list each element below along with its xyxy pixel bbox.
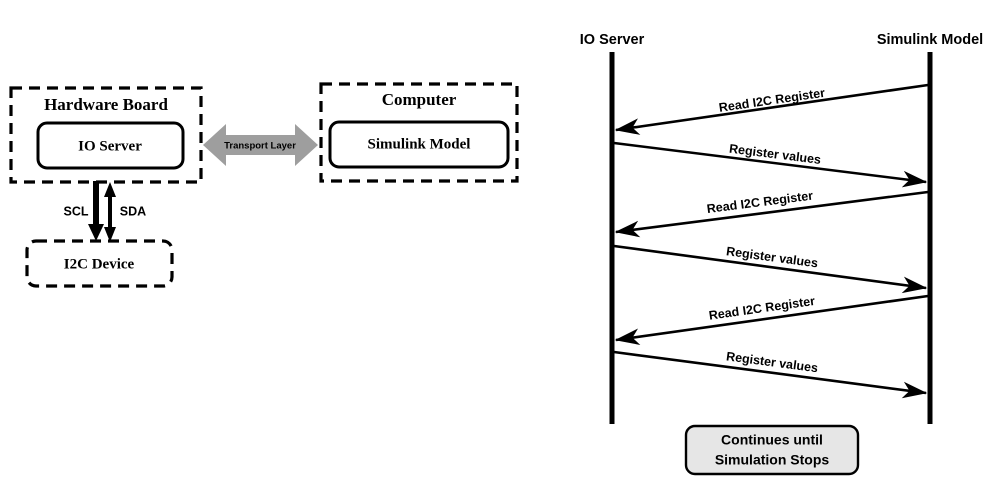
message-arrow-4 [613, 244, 928, 294]
hardware-board-label: Hardware Board [44, 95, 168, 114]
hardware-board-container [9, 86, 203, 184]
sda-label: SDA [120, 204, 146, 218]
simulink-model-label: Simulink Model [368, 136, 471, 152]
io-server-block[interactable] [36, 121, 185, 170]
transport-layer-arrow [203, 124, 318, 166]
note-line-1: Continues until [721, 432, 823, 448]
simulink-model-block[interactable] [328, 120, 510, 169]
i2c-device-label: I2C Device [64, 256, 135, 272]
lifeline-header-io-server: IO Server [580, 32, 645, 48]
message-arrow-5 [614, 294, 929, 345]
sda-arrow [104, 182, 116, 242]
i2c-device-block[interactable] [25, 239, 174, 288]
sequence-diagram: IO Server Simulink Model Read I2C Regist… [580, 32, 983, 476]
architecture-block-diagram: Hardware Board IO Server Computer Simuli… [9, 82, 519, 288]
computer-label: Computer [382, 90, 457, 109]
message-label-6: Register values [725, 349, 818, 375]
message-arrow-6 [613, 350, 928, 399]
io-server-label: IO Server [78, 138, 142, 154]
note-box [684, 424, 860, 476]
message-arrow-2 [613, 141, 928, 188]
scl-label: SCL [64, 204, 89, 218]
message-arrow-3 [614, 190, 929, 238]
message-label-1: Read I2C Register [718, 86, 826, 115]
transport-layer-label: Transport Layer [224, 141, 296, 152]
message-label-3: Read I2C Register [706, 189, 814, 216]
message-arrow-1 [614, 83, 929, 135]
computer-container [319, 82, 519, 183]
note-line-2: Simulation Stops [715, 452, 830, 468]
lifeline-header-simulink-model: Simulink Model [877, 32, 983, 48]
scl-arrow [88, 181, 104, 241]
